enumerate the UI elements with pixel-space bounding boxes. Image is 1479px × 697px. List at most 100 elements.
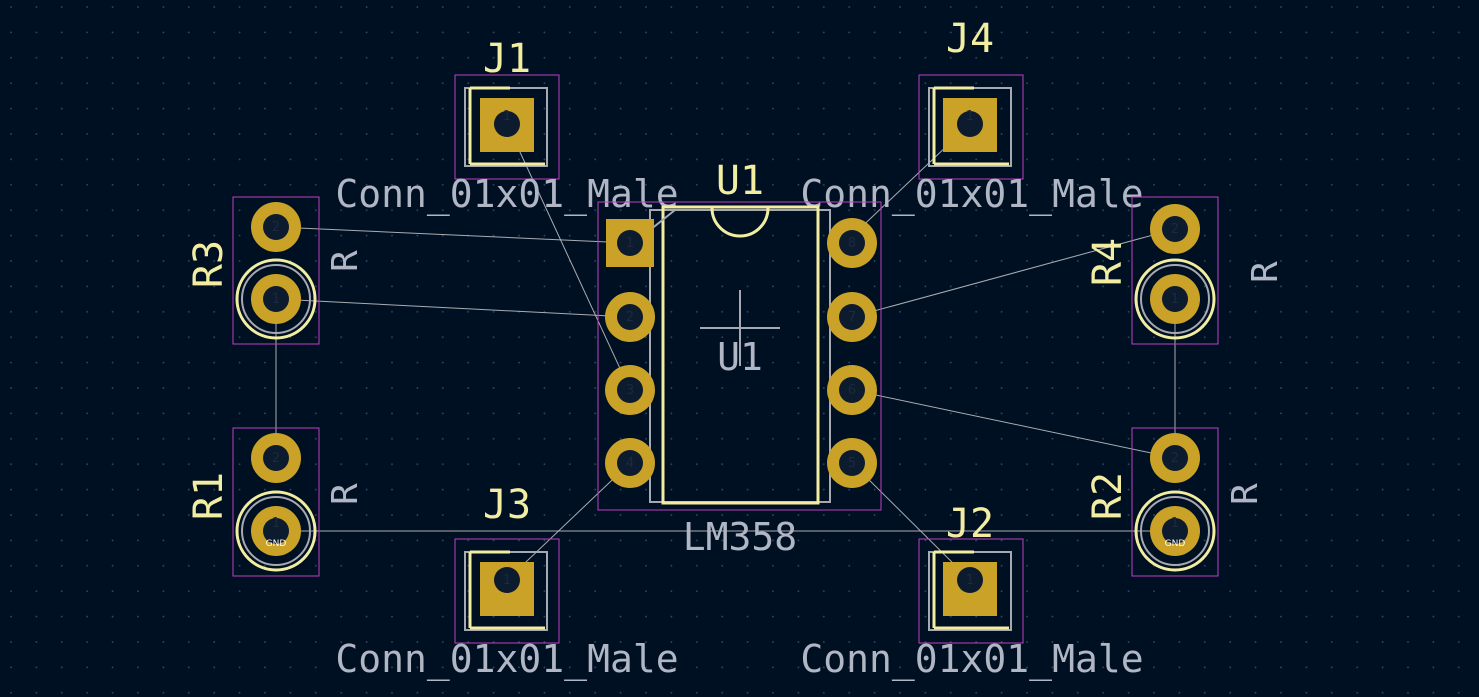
pad-number: 2 (626, 310, 634, 325)
ratsnest-line (275, 226, 631, 244)
pin1-notch (710, 207, 770, 238)
value-label-j4: Conn_01x01_Male (800, 172, 1143, 217)
ratsnest-line (851, 462, 971, 581)
value-label-r2: R (1225, 483, 1266, 505)
silk-outline (932, 550, 1009, 630)
silk-outline (932, 86, 1009, 166)
value-label-r3: R (325, 250, 366, 272)
drill-hole (263, 518, 289, 544)
value-label-j1: Conn_01x01_Male (335, 172, 678, 217)
value-label-r1: R (325, 483, 366, 505)
pad-number: 1 (503, 109, 511, 124)
drill-hole (839, 230, 865, 256)
value-label-u1: LM358 (683, 515, 797, 559)
ref-designator-j4: J4 (946, 16, 994, 62)
drill-hole (839, 377, 865, 403)
silk-circle (235, 258, 317, 340)
drill-hole (1162, 216, 1188, 242)
connector-j3[interactable]: 1 J3 Conn_01x01_Male (335, 482, 678, 682)
ref-designator-u1: U1 (716, 158, 764, 204)
drill-hole (839, 450, 865, 476)
drill-hole (839, 304, 865, 330)
pad-number: 6 (848, 383, 856, 398)
ratsnest-layer (275, 123, 1176, 581)
drill-hole (263, 445, 289, 471)
ref-designator-j2: J2 (946, 501, 994, 547)
pad-number: 1 (966, 109, 974, 124)
drill-hole (957, 567, 983, 593)
drill-hole (1162, 445, 1188, 471)
drill-hole (1162, 286, 1188, 312)
pad-net-label: GND (1165, 539, 1186, 549)
ic-u1[interactable]: 1 2 3 4 5 6 7 8 U1 U1 LM358 (597, 158, 882, 559)
ratsnest-line (851, 228, 1176, 318)
fab-circle (1140, 496, 1210, 566)
resistor-r4[interactable]: 2 1 R4 R (1085, 196, 1286, 345)
courtyard-outline (232, 196, 320, 345)
silk-outline (661, 205, 820, 505)
connector-j1[interactable]: 1 J1 Conn_01x01_Male (335, 36, 678, 217)
silk-circle (235, 490, 317, 572)
resistor-r1[interactable]: 2 1 GND R1 R (186, 427, 366, 577)
ratsnest-line (851, 389, 1176, 459)
courtyard-outline (918, 538, 1024, 644)
pad-number: 5 (848, 456, 856, 471)
pad-number: 4 (626, 456, 634, 471)
fab-circle (241, 264, 311, 334)
pad-number: 1 (503, 573, 511, 588)
fab-circle (1140, 264, 1210, 334)
pad-number: 7 (848, 310, 856, 325)
drill-hole (617, 304, 643, 330)
pad-number: 1 (272, 292, 280, 307)
courtyard-outline (918, 74, 1024, 180)
pin1-marker (649, 209, 676, 231)
connector-j4[interactable]: 1 J4 Conn_01x01_Male (800, 16, 1143, 217)
ref-designator-r3: R3 (186, 240, 232, 288)
drill-hole (263, 286, 289, 312)
fab-circle (241, 496, 311, 566)
pad-number: 1 (272, 516, 280, 531)
drill-hole (957, 111, 983, 137)
pad-number: 2 (1171, 222, 1179, 237)
courtyard-outline (454, 74, 560, 180)
drill-hole (494, 111, 520, 137)
pad-number: 2 (272, 451, 280, 466)
resistor-r3[interactable]: 2 1 R3 R (186, 196, 366, 345)
connector-j2[interactable]: 1 J2 Conn_01x01_Male (800, 501, 1143, 682)
pad-number: 2 (272, 220, 280, 235)
ratsnest-line (275, 298, 631, 318)
value-label-r4: R (1245, 261, 1286, 283)
value-label-j2: Conn_01x01_Male (800, 637, 1143, 682)
ref-designator-j1: J1 (483, 36, 531, 82)
ratsnest-line (506, 462, 631, 581)
drill-hole (617, 377, 643, 403)
pad-number: 1 (1171, 292, 1179, 307)
ref-designator-r4: R4 (1085, 238, 1131, 286)
silk-outline (468, 86, 545, 166)
silk-outline (468, 550, 545, 630)
silk-circle (1134, 490, 1216, 572)
courtyard-outline (1131, 196, 1219, 345)
courtyard-outline (232, 427, 320, 577)
ratsnest-line (506, 123, 631, 391)
courtyard-outline (597, 201, 882, 511)
pad-number: 1 (1171, 516, 1179, 531)
pad-number: 1 (966, 573, 974, 588)
drill-hole (617, 450, 643, 476)
drill-hole (617, 230, 643, 256)
courtyard-outline (454, 538, 560, 644)
drill-hole (494, 567, 520, 593)
drill-hole (1162, 518, 1188, 544)
pad-number: 2 (1171, 451, 1179, 466)
silk-circle (1134, 258, 1216, 340)
pad-number: 3 (626, 383, 634, 398)
pad-number: 8 (848, 236, 856, 251)
ref-designator-r1: R1 (186, 472, 232, 520)
resistor-r2[interactable]: 2 1 GND R2 R (1085, 427, 1266, 577)
fab-ref-u1: U1 (717, 335, 763, 379)
courtyard-outline (1131, 427, 1219, 577)
pad-number: 1 (626, 236, 634, 251)
ref-designator-j3: J3 (483, 482, 531, 528)
drill-hole (263, 214, 289, 240)
